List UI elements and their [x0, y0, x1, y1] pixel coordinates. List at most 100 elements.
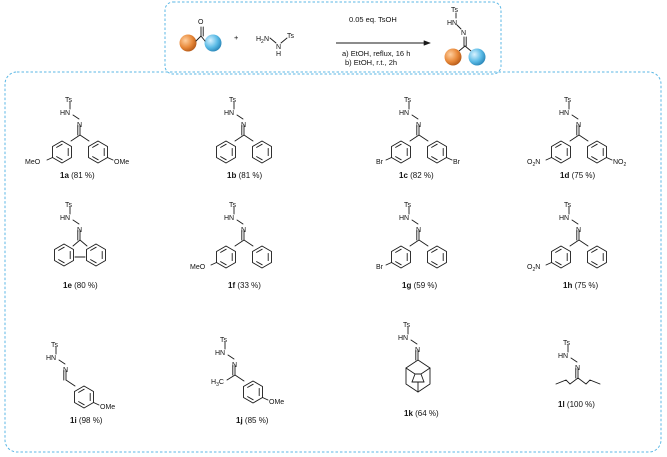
atom-ts: Ts [229, 97, 237, 104]
atom-n: N [63, 367, 68, 374]
reagent-text: 0.05 eq. TsOH [349, 15, 397, 24]
nitro-o: O [527, 264, 533, 271]
plus-sign: + [234, 33, 239, 42]
nitro-n: N [535, 159, 540, 166]
atom-ts: Ts [220, 337, 228, 344]
nitro-sub: 2 [532, 162, 535, 168]
methyl-h: H [211, 379, 216, 386]
atom-hn: HN [399, 110, 409, 117]
nitro-sub: 2 [624, 162, 627, 168]
svg-text:1c (82 %): 1c (82 %) [399, 171, 434, 180]
compound-id: 1k [404, 409, 413, 418]
compound-id: 1g [402, 281, 411, 290]
atom-n: N [241, 122, 246, 129]
atom-hn: HN [224, 110, 234, 117]
compound-1g: Ts HN N Br 1g (59 %) [376, 202, 447, 290]
compound-1j: Ts HN N H3C OMe 1j (85 %) [211, 337, 284, 425]
substituent-left: Br [376, 159, 384, 166]
substituent-right: OMe [269, 399, 284, 406]
substituent-left: O2N [527, 159, 540, 168]
substituent-right: OMe [114, 159, 129, 166]
compound-yield: (59 %) [414, 281, 438, 290]
product-left-sphere [444, 48, 462, 66]
product-hn: HN [447, 20, 457, 27]
compound-yield: (75 %) [575, 281, 599, 290]
atom-n: N [241, 227, 246, 234]
condition-a: a) EtOH, reflux, 16 h [342, 49, 410, 58]
compound-id: 1c [399, 171, 408, 180]
methyl-c: C [219, 379, 224, 386]
compound-id: 1i [70, 416, 77, 425]
svg-text:1l (100 %): 1l (100 %) [558, 400, 595, 409]
atom-n: N [576, 227, 581, 234]
substituent-left: MeO [25, 159, 41, 166]
compound-yield: (33 %) [237, 281, 261, 290]
atom-ts: Ts [65, 202, 73, 209]
atom-ts: Ts [51, 342, 59, 349]
atom-hn: HN [60, 110, 70, 117]
compound-yield: (81 %) [71, 171, 95, 180]
methyl-sub: 3 [216, 382, 219, 388]
products-frame [4, 71, 662, 453]
compound-1b: Ts HN N 1b (81 %) [216, 97, 272, 180]
nitro-n: N [535, 264, 540, 271]
compound-1k: Ts HN N 1k (64 %) [398, 322, 439, 418]
atom-hn: HN [60, 215, 70, 222]
compound-1i: Ts HN N OMe 1i (98 %) [46, 342, 115, 425]
compound-id: 1e [63, 281, 72, 290]
compound-id: 1f [228, 281, 235, 290]
atom-hn: HN [559, 110, 569, 117]
atom-n: N [575, 365, 580, 372]
hydrazide-h2n-sub: 2 [261, 39, 264, 45]
compound-id: 1b [227, 171, 236, 180]
svg-text:1e (80 %): 1e (80 %) [63, 281, 98, 290]
compound-yield: (81 %) [239, 171, 263, 180]
compound-yield: (75 %) [572, 171, 596, 180]
compound-yield: (85 %) [245, 416, 269, 425]
product-n: N [461, 30, 466, 37]
compound-id: 1l [558, 400, 565, 409]
compound-yield: (80 %) [74, 281, 98, 290]
atom-ts: Ts [564, 97, 572, 104]
atom-n: N [77, 227, 82, 234]
atom-ts: Ts [403, 322, 411, 329]
ketone-model: O [179, 19, 222, 52]
svg-text:1i (98 %): 1i (98 %) [70, 416, 103, 425]
nitro-o: O [527, 159, 533, 166]
compound-id: 1h [563, 281, 572, 290]
svg-text:1h (75 %): 1h (75 %) [563, 281, 598, 290]
right-sphere [204, 34, 222, 52]
atom-hn: HN [215, 350, 225, 357]
ketone-oxygen: O [198, 19, 204, 26]
product-model: Ts HN N [444, 7, 486, 66]
atom-ts: Ts [404, 97, 412, 104]
nitro-no: NO [613, 159, 624, 166]
atom-ts: Ts [65, 97, 73, 104]
atom-hn: HN [224, 215, 234, 222]
atom-n: N [77, 122, 82, 129]
compound-id: 1d [560, 171, 569, 180]
svg-text:1k (64 %): 1k (64 %) [404, 409, 439, 418]
hydrazide-h2n-h: H [256, 36, 261, 43]
compound-yield: (82 %) [410, 171, 434, 180]
hydrazide-n2: N [276, 44, 281, 51]
substituent-right: NO2 [613, 159, 627, 168]
atom-hn: HN [559, 215, 569, 222]
substituent-left: MeO [190, 264, 206, 271]
substituent-right: OMe [100, 404, 115, 411]
condition-b: b) EtOH, r.t., 2h [345, 58, 397, 67]
compound-yield: (98 %) [79, 416, 103, 425]
atom-ts: Ts [404, 202, 412, 209]
atom-hn: HN [399, 215, 409, 222]
left-sphere [179, 34, 197, 52]
compound-1h: Ts HN N O2N 1h (75 %) [527, 202, 607, 290]
compound-1d: Ts HN N O2N NO2 1d (75 %) [527, 97, 627, 180]
substituent-left: O2N [527, 264, 540, 273]
tosylhydrazide: H 2 N N H Ts [256, 33, 295, 58]
hydrazide-h: H [276, 51, 281, 58]
atom-n: N [416, 227, 421, 234]
hydrazide-ts: Ts [287, 33, 295, 40]
atom-hn: HN [558, 353, 568, 360]
compound-yield: (64 %) [415, 409, 439, 418]
